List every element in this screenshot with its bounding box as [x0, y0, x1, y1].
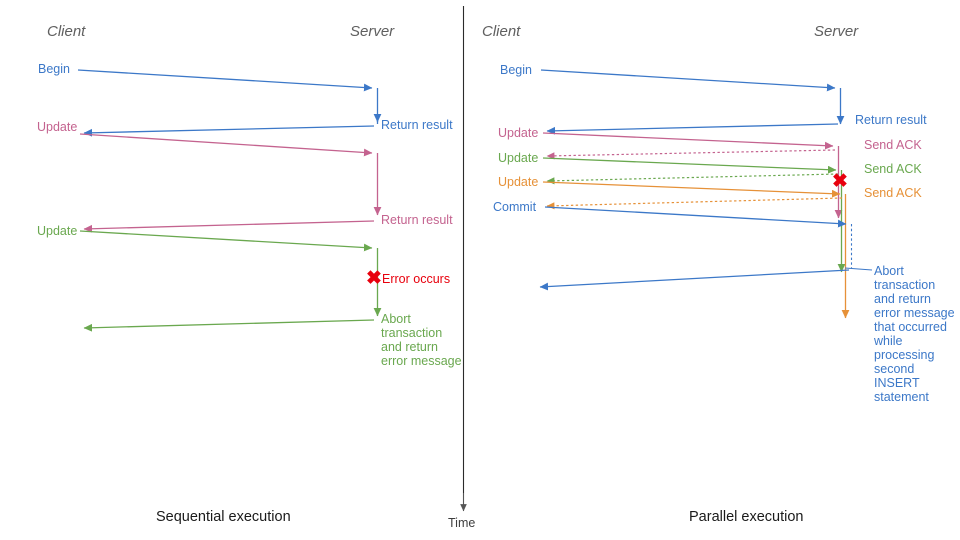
error-x-icon-right: ✖	[832, 171, 848, 192]
label-update-2-left: Update	[37, 224, 78, 238]
label-return-result-right: Return result	[855, 113, 927, 127]
label-send-ack-1-right: Send ACK	[864, 138, 922, 152]
arrow-commit-right	[544, 206, 847, 228]
abort-label-leader-right	[844, 267, 873, 271]
arrow-update-2-left	[79, 230, 373, 252]
arrow-update-2-right	[542, 157, 837, 174]
label-return-result-1-left: Return result	[381, 118, 453, 132]
arrow-return-result-2-left	[83, 220, 375, 233]
label-return-result-2-left: Return result	[381, 213, 453, 227]
actor-server-right: Server	[814, 23, 859, 40]
arrow-send-ack-1-right	[546, 149, 836, 160]
label-update-3-right: Update	[498, 175, 539, 189]
arrow-begin-right	[540, 69, 836, 92]
right-panel-arrows	[539, 69, 873, 319]
arrow-update-1-right	[542, 132, 834, 150]
caption-parallel: Parallel execution	[689, 509, 804, 525]
arrow-abort-right	[539, 269, 850, 291]
caption-sequential: Sequential execution	[156, 509, 291, 525]
time-axis-label: Time	[448, 516, 476, 530]
arrow-send-ack-2-right	[546, 173, 839, 185]
arrow-update-1-left	[79, 133, 373, 157]
actor-client-left: Client	[47, 23, 86, 40]
arrow-update-3-right	[542, 181, 841, 198]
label-begin-right: Begin	[500, 63, 532, 77]
left-panel-arrows	[77, 69, 382, 332]
label-error-occurs-left: Error occurs	[382, 272, 451, 286]
label-abort-block-right: Abort transaction and return error messa…	[874, 264, 955, 404]
arrow-begin-left	[77, 69, 373, 92]
label-begin-left: Begin	[38, 62, 70, 76]
arrow-return-result-1-left	[83, 125, 375, 137]
label-send-ack-2-right: Send ACK	[864, 162, 922, 176]
actor-client-right: Client	[482, 23, 521, 40]
actor-server-left: Server	[350, 23, 395, 40]
arrow-abort-left	[83, 319, 375, 332]
error-x-icon-left: ✖	[366, 268, 382, 289]
label-update-2-right: Update	[498, 151, 539, 165]
arrow-return-result-right	[546, 123, 839, 135]
label-abort-block-left: Abort transaction and return error messa…	[381, 312, 462, 368]
arrow-send-ack-3-right	[546, 197, 843, 210]
label-commit-right: Commit	[493, 200, 537, 214]
label-update-1-left: Update	[37, 120, 78, 134]
label-send-ack-3-right: Send ACK	[864, 186, 922, 200]
label-update-1-right: Update	[498, 126, 539, 140]
